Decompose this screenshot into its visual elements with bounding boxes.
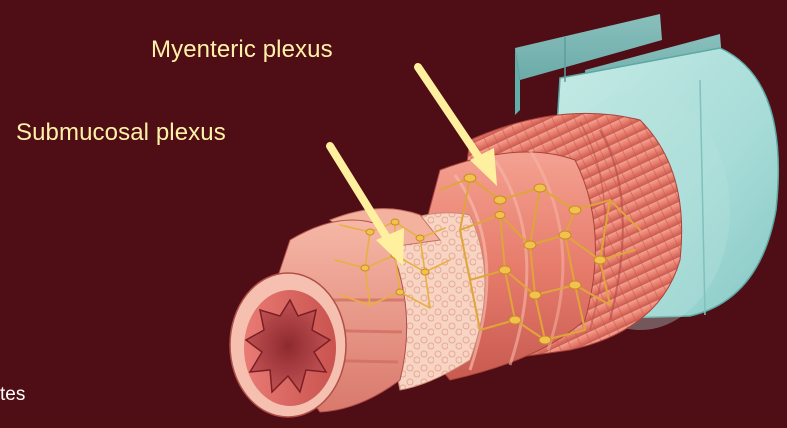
submucosal-plexus-label: Submucosal plexus bbox=[16, 121, 226, 145]
truncated-caption-text: tes bbox=[0, 384, 25, 406]
mucosa-tube bbox=[230, 220, 407, 417]
myenteric-plexus-label: Myenteric plexus bbox=[151, 38, 333, 62]
